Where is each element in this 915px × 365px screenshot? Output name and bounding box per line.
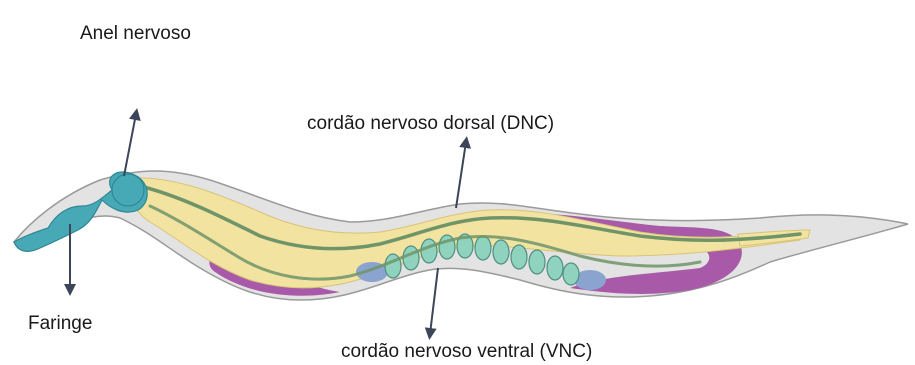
egg [421, 239, 437, 263]
egg [529, 250, 545, 274]
arrow-dorsal-cord [456, 142, 466, 208]
egg [475, 236, 491, 260]
egg [511, 245, 527, 269]
arrow-nerve-ring [124, 114, 136, 176]
label-pharynx: Faringe [28, 314, 92, 333]
egg [563, 263, 579, 285]
egg [493, 240, 509, 264]
egg [403, 246, 419, 270]
label-dorsal-nerve-cord: cordão nervoso dorsal (DNC) [307, 114, 554, 133]
arrow-ventral-cord [430, 268, 438, 334]
pharynx-terminal-bulb [112, 174, 144, 206]
label-ventral-nerve-cord: cordão nervoso ventral (VNC) [341, 342, 592, 361]
label-nerve-ring: Anel nervoso [80, 24, 191, 43]
egg [547, 256, 563, 280]
